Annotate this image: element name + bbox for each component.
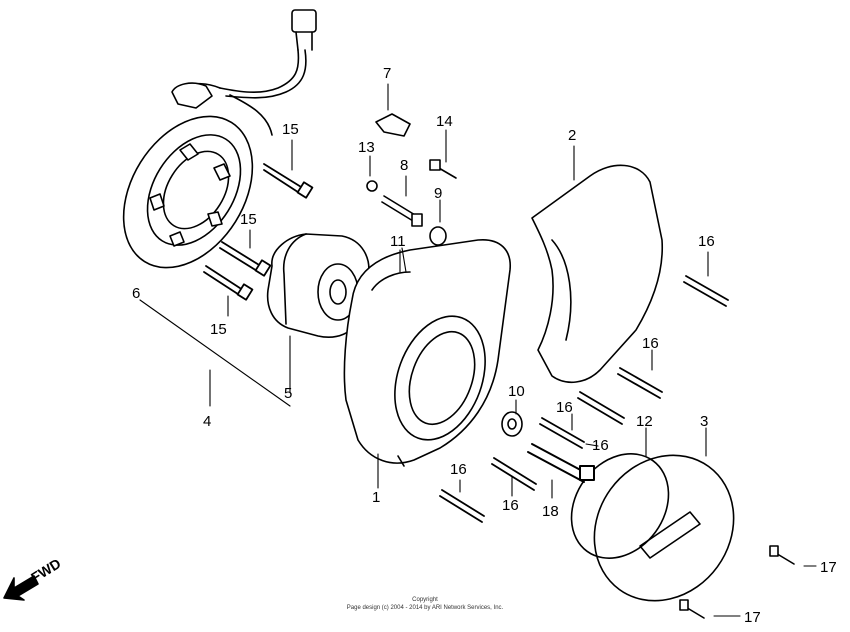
- callout-1: 1: [372, 489, 380, 506]
- copyright-line-2: Page design (c) 2004 - 2014 by ARI Netwo…: [346, 605, 504, 611]
- left-crankcase-cover: [343, 239, 511, 467]
- callout-17a: 17: [820, 559, 837, 576]
- callout-10: 10: [508, 383, 525, 400]
- callout-16e: 16: [450, 461, 467, 478]
- callout-16b: 16: [642, 335, 659, 352]
- callout-15a: 15: [282, 121, 299, 138]
- stator-plate: [122, 82, 254, 269]
- callout-7: 7: [383, 65, 391, 82]
- callout-9: 9: [434, 185, 442, 202]
- callout-16f: 16: [502, 497, 519, 514]
- leader-lines: [139, 83, 817, 617]
- callout-6: 6: [132, 285, 140, 302]
- wire-harness-connector: [175, 9, 317, 136]
- bolts-16: [439, 275, 729, 523]
- callout-15c: 15: [210, 321, 227, 338]
- callout-18: 18: [542, 503, 559, 520]
- bolt-18: [527, 443, 595, 483]
- copyright-line-1: Copyright: [412, 597, 438, 603]
- part-callouts: 7 14 13 8 9 11 2 15 15 15 6 5 4 1 16 16 …: [132, 65, 837, 626]
- callout-4: 4: [203, 413, 211, 430]
- callout-17b: 17: [744, 609, 761, 626]
- callout-14: 14: [436, 113, 453, 130]
- callout-16a: 16: [698, 233, 715, 250]
- callout-16d: 16: [592, 437, 609, 454]
- callout-15b: 15: [240, 211, 257, 228]
- flywheel-rotor: [266, 233, 370, 338]
- washer-10: [501, 411, 523, 437]
- callout-11: 11: [390, 233, 406, 250]
- callout-8: 8: [400, 157, 408, 174]
- callout-13: 13: [358, 139, 375, 156]
- end-cap-cover: [593, 454, 735, 602]
- small-parts: [366, 113, 457, 246]
- screws-17: [679, 545, 795, 619]
- right-cover-housing: [531, 164, 664, 383]
- callout-5: 5: [284, 385, 292, 402]
- callout-3: 3: [700, 413, 708, 430]
- callout-12: 12: [636, 413, 653, 430]
- callout-16c: 16: [556, 399, 573, 416]
- callout-2: 2: [568, 127, 576, 144]
- bolts-15: [203, 163, 314, 301]
- fwd-arrow-icon: [3, 575, 39, 601]
